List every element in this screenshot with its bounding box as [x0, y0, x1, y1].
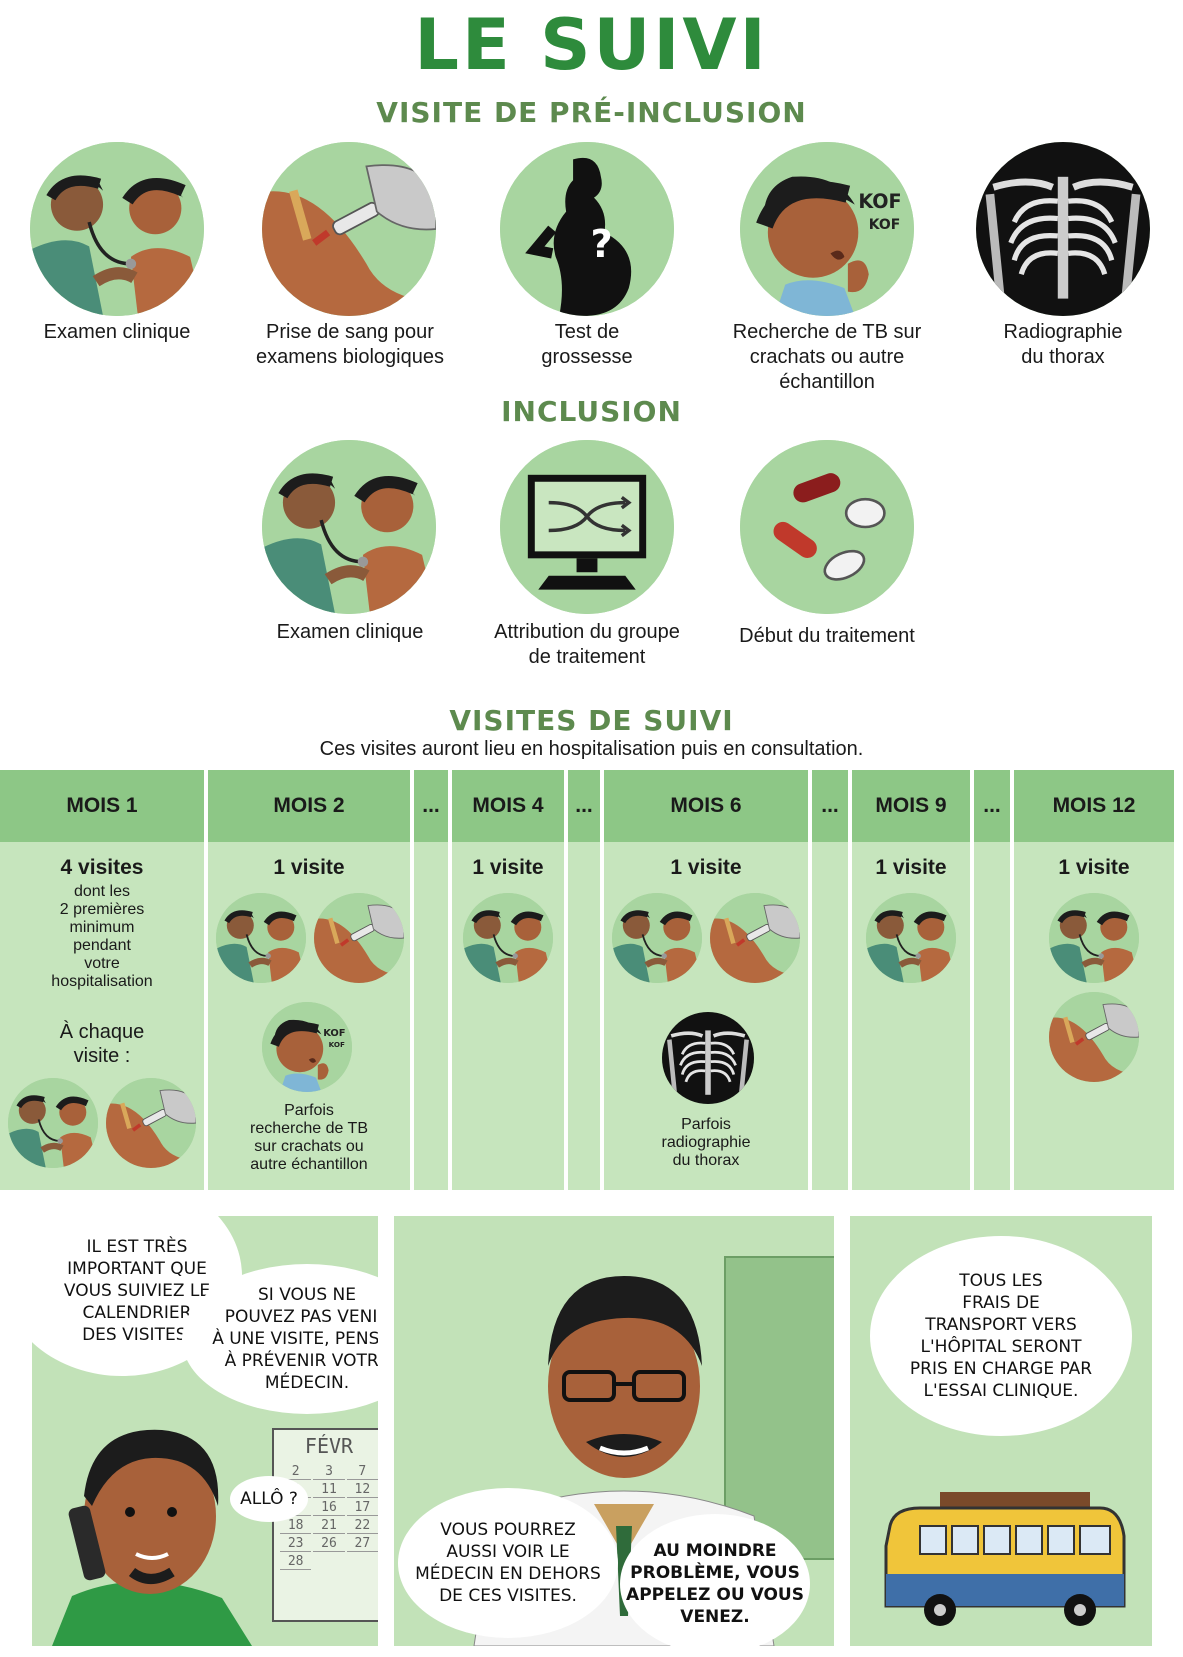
- month-label: MOIS 6: [604, 770, 808, 842]
- calendar-day: 21: [313, 1518, 345, 1534]
- blood-draw-icon: [1049, 992, 1139, 1082]
- calendar-day: 12: [346, 1482, 378, 1498]
- inclusion-label-treatment: Début du traitement: [739, 625, 915, 647]
- doctor-patient-icon: [30, 142, 204, 316]
- pregnancy-icon: [500, 142, 674, 316]
- speech-bubble: ALLÔ ?: [230, 1476, 308, 1522]
- pre-inclusion-heading: VISITE DE PRÉ-INCLUSION: [376, 96, 807, 129]
- doctor-patient-icon: [612, 893, 702, 983]
- calendar-day: 18: [280, 1518, 312, 1534]
- page-title: LE SUIVI: [414, 4, 769, 86]
- ellipsis: ...: [568, 770, 600, 842]
- visit-count: 1 visite: [670, 856, 742, 879]
- bus-icon: [884, 1492, 1126, 1626]
- calendar-month: FÉVR: [304, 1434, 354, 1458]
- follow-up-subtitle: Ces visites auront lieu en hospitalisati…: [319, 738, 864, 760]
- doctor-patient-icon: [8, 1078, 98, 1168]
- ellipsis-column: ...: [414, 770, 448, 1190]
- blood-draw-icon: [106, 1078, 196, 1168]
- pre-inclusion-label-exam: Examen clinique: [43, 321, 191, 343]
- calendar-day: 3: [313, 1464, 345, 1480]
- doctor-patient-icon: [262, 440, 436, 614]
- calendar: FÉVR 2378111213161718212223262728: [272, 1428, 378, 1622]
- doctor-patient-icon: [866, 893, 956, 983]
- blood-draw-icon: [314, 893, 404, 983]
- doctor-patient-icon: [216, 893, 306, 983]
- chest-xray-icon: [662, 1012, 754, 1104]
- month-label: MOIS 4: [452, 770, 564, 842]
- month-label: MOIS 2: [208, 770, 410, 842]
- calendar-day: 22: [346, 1518, 378, 1534]
- month-label: MOIS 9: [852, 770, 970, 842]
- ellipsis-column: ...: [812, 770, 848, 1190]
- visit-count: 1 visite: [472, 856, 544, 879]
- notice-board: [724, 1256, 834, 1560]
- follow-up-heading: VISITES DE SUIVI: [449, 704, 734, 737]
- calendar-day: 7: [346, 1464, 378, 1480]
- calendar-day: 26: [313, 1536, 345, 1552]
- computer-random-icon: [500, 440, 674, 614]
- cough-icon: [740, 142, 914, 316]
- month-label: MOIS 1: [0, 770, 204, 842]
- comic-panel-1: FÉVR 2378111213161718212223262728 IL EST…: [32, 1216, 378, 1646]
- calendar-day: 27: [346, 1536, 378, 1552]
- inclusion-heading: INCLUSION: [501, 395, 682, 428]
- ellipsis-column: ...: [974, 770, 1010, 1190]
- doctor-patient-icon: [463, 893, 553, 983]
- visit-count: 1 visite: [875, 856, 947, 879]
- calendar-day: 17: [346, 1500, 378, 1516]
- visit-count: 4 visites: [60, 856, 144, 879]
- cough-icon: [262, 1002, 352, 1092]
- ellipsis: ...: [812, 770, 848, 842]
- blood-draw-icon: [262, 142, 436, 316]
- man-on-phone-illustration: [52, 1429, 252, 1646]
- ellipsis-column: ...: [568, 770, 600, 1190]
- inclusion-label-exam: Examen clinique: [276, 621, 424, 643]
- calendar-day: 28: [280, 1554, 312, 1570]
- chest-xray-icon: [976, 142, 1150, 316]
- doctor-patient-icon: [1049, 893, 1139, 983]
- month-label: MOIS 12: [1014, 770, 1174, 842]
- calendar-day: 16: [313, 1500, 345, 1516]
- ellipsis: ...: [974, 770, 1010, 842]
- blood-draw-icon: [710, 893, 800, 983]
- calendar-day: 2: [280, 1464, 312, 1480]
- visit-count: 1 visite: [273, 856, 345, 879]
- ellipsis: ...: [414, 770, 448, 842]
- calendar-day: 23: [280, 1536, 312, 1552]
- pills-icon: [740, 440, 914, 614]
- visit-count: 1 visite: [1058, 856, 1130, 879]
- calendar-day: 11: [313, 1482, 345, 1498]
